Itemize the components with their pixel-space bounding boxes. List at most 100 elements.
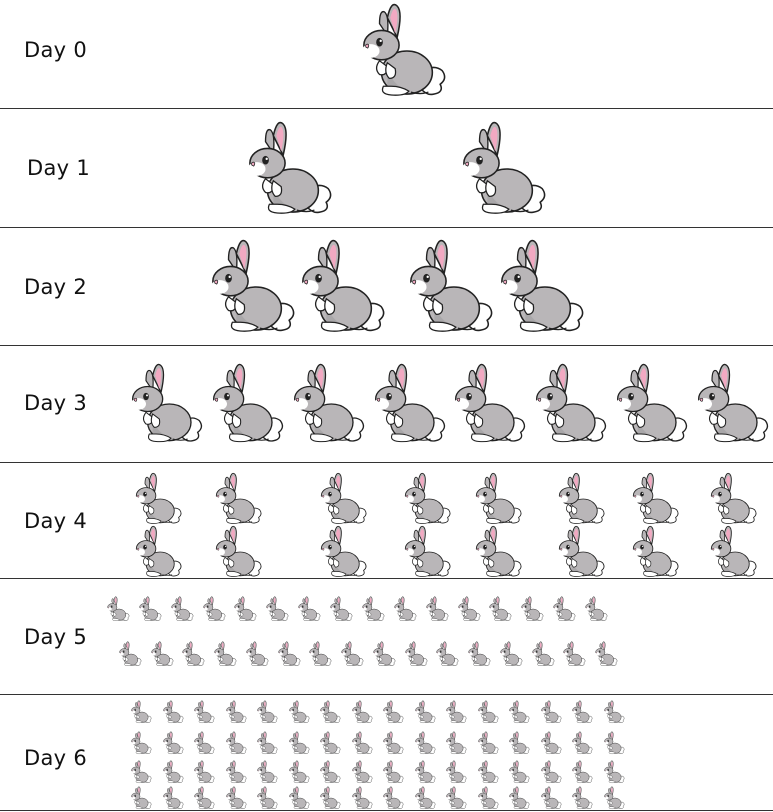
rabbit-icon — [256, 786, 278, 809]
rabbit-icon — [374, 363, 446, 443]
day-row-5: Day 5 — [0, 579, 773, 694]
rabbit-icon — [351, 786, 373, 809]
rabbit-icon — [508, 786, 530, 809]
day-label-6: Day 6 — [24, 746, 88, 770]
rabbit-icon — [445, 731, 467, 754]
rabbit-icon — [300, 239, 385, 332]
rabbit-icon — [215, 472, 262, 524]
rabbit-icon — [405, 641, 428, 666]
rabbit-icon — [225, 760, 247, 783]
rabbit-icon — [320, 472, 367, 524]
rabbit-icon — [508, 760, 530, 783]
rabbit-icon — [585, 596, 608, 621]
rabbit-icon — [298, 596, 321, 621]
rabbit-icon — [475, 472, 522, 524]
rabbit-icon — [351, 760, 373, 783]
rabbit-icon — [162, 700, 184, 723]
rabbit-icon — [130, 760, 152, 783]
rabbit-icon — [162, 731, 184, 754]
day-row-6: Day 6 — [0, 695, 773, 810]
rabbit-icon — [131, 363, 203, 443]
rabbit-icon — [193, 760, 215, 783]
divider-line — [0, 810, 773, 811]
rabbit-icon — [320, 525, 367, 577]
rabbit-icon — [603, 700, 625, 723]
rabbit-icon — [540, 731, 562, 754]
divider-line — [0, 578, 773, 579]
rabbit-icon — [373, 641, 396, 666]
rabbit-icon — [468, 641, 491, 666]
rabbit-icon — [540, 786, 562, 809]
rabbit-icon — [477, 700, 499, 723]
rabbit-icon — [414, 731, 436, 754]
rabbit-icon — [288, 700, 310, 723]
rabbit-icon — [508, 700, 530, 723]
rabbit-icon — [532, 641, 555, 666]
day-row-4: Day 4 — [0, 463, 773, 578]
rabbit-icon — [247, 121, 332, 214]
rabbit-icon — [362, 596, 385, 621]
rabbit-icon — [319, 700, 341, 723]
rabbit-icon — [571, 760, 593, 783]
rabbit-icon — [558, 525, 605, 577]
day-label-4: Day 4 — [24, 509, 88, 533]
rabbit-icon — [697, 363, 769, 443]
rabbit-icon — [151, 641, 174, 666]
rabbit-icon — [193, 700, 215, 723]
rabbit-icon — [710, 472, 757, 524]
rabbit-icon — [309, 641, 332, 666]
rabbit-icon — [130, 731, 152, 754]
day-row-3: Day 3 — [0, 346, 773, 462]
rabbit-icon — [477, 786, 499, 809]
rabbit-icon — [319, 760, 341, 783]
day-label-2: Day 2 — [24, 275, 88, 299]
rabbit-icon — [193, 786, 215, 809]
divider-line — [0, 227, 773, 228]
rabbit-icon — [182, 641, 205, 666]
divider-line — [0, 462, 773, 463]
rabbit-icon — [246, 641, 269, 666]
rabbit-icon — [382, 786, 404, 809]
rabbit-icon — [404, 525, 451, 577]
rabbit-icon — [477, 731, 499, 754]
rabbit-icon — [414, 760, 436, 783]
rabbit-icon — [603, 786, 625, 809]
rabbit-icon — [521, 596, 544, 621]
rabbit-icon — [414, 700, 436, 723]
rabbit-icon — [436, 641, 459, 666]
day-label-3: Day 3 — [24, 391, 88, 415]
rabbit-icon — [535, 363, 607, 443]
rabbit-icon — [234, 596, 257, 621]
rabbit-icon — [632, 472, 679, 524]
rabbit-icon — [135, 472, 182, 524]
rabbit-icon — [558, 472, 605, 524]
rabbit-icon — [408, 239, 493, 332]
rabbit-icon — [382, 731, 404, 754]
rabbit-icon — [477, 760, 499, 783]
rabbit-icon — [162, 786, 184, 809]
rabbit-icon — [119, 641, 142, 666]
rabbit-icon — [288, 786, 310, 809]
rabbit-icon — [595, 641, 618, 666]
rabbit-icon — [616, 363, 688, 443]
day-row-1: Day 1 — [0, 109, 773, 227]
rabbit-icon — [571, 700, 593, 723]
rabbit-icon — [162, 760, 184, 783]
rabbit-icon — [256, 700, 278, 723]
rabbit-icon — [225, 700, 247, 723]
rabbit-icon — [225, 786, 247, 809]
rabbit-icon — [571, 786, 593, 809]
rabbit-icon — [256, 731, 278, 754]
rabbit-icon — [210, 239, 295, 332]
rabbit-icon — [293, 363, 365, 443]
rabbit-icon — [288, 731, 310, 754]
rabbit-icon — [603, 760, 625, 783]
divider-line — [0, 345, 773, 346]
rabbit-icon — [475, 525, 522, 577]
rabbit-icon — [404, 472, 451, 524]
rabbit-icon — [454, 363, 526, 443]
day-label-1: Day 1 — [27, 156, 91, 180]
rabbit-icon — [632, 525, 679, 577]
rabbit-icon — [571, 731, 593, 754]
